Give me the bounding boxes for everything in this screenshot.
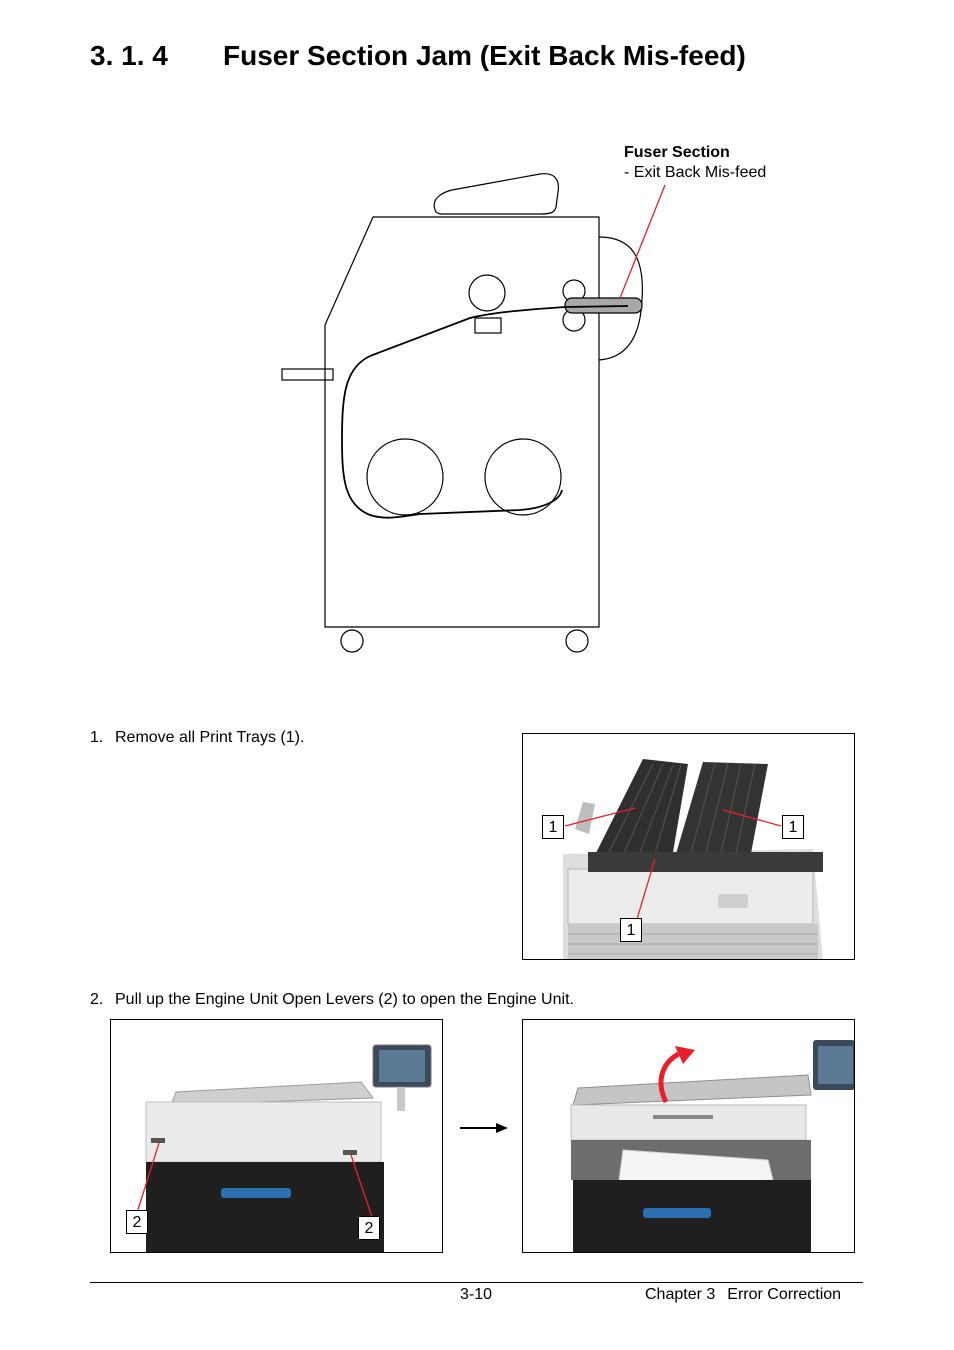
section-title: Fuser Section Jam (Exit Back Mis-feed) bbox=[223, 40, 746, 71]
wheel-left bbox=[340, 629, 364, 653]
wheel-right bbox=[565, 629, 589, 653]
step-2-text: Pull up the Engine Unit Open Levers (2) … bbox=[115, 991, 574, 1008]
roll-2 bbox=[484, 438, 562, 516]
exit-cover-outline bbox=[598, 236, 643, 361]
page-number: 3-10 bbox=[460, 1286, 493, 1303]
paper-path bbox=[341, 305, 629, 519]
upper-roller bbox=[468, 274, 506, 312]
section-number: 3. 1. 4 bbox=[90, 40, 168, 71]
callout-label-tray-left: 1 bbox=[542, 815, 564, 839]
step-2-number: 2. bbox=[90, 991, 104, 1008]
chapter-label: Chapter 3 bbox=[645, 1286, 716, 1303]
callout-subtitle: - Exit Back Mis-feed bbox=[624, 164, 767, 181]
machine-body-outline bbox=[324, 216, 600, 628]
feed-slot bbox=[281, 368, 334, 381]
fuser-jam-diagram bbox=[281, 173, 666, 653]
photo-print-trays bbox=[522, 733, 855, 960]
step-1: 1. Remove all Print Trays (1). bbox=[90, 729, 304, 747]
step-2: 2. Pull up the Engine Unit Open Levers (2… bbox=[90, 991, 574, 1009]
photo-engine-open bbox=[522, 1019, 855, 1253]
callout-line bbox=[619, 184, 666, 299]
callout-label-lever-left: 2 bbox=[126, 1210, 148, 1234]
footer-chapter: Chapter 3 Error Correction bbox=[645, 1286, 841, 1304]
callout-label-tray-right: 1 bbox=[782, 815, 804, 839]
callout-label-lever-right: 2 bbox=[358, 1216, 380, 1240]
chapter-section: Error Correction bbox=[727, 1286, 842, 1303]
sensor-block bbox=[474, 317, 502, 334]
right-arrow-icon bbox=[460, 1123, 508, 1133]
page-title: 3. 1. 4 Fuser Section Jam (Exit Back Mis-… bbox=[90, 40, 746, 72]
footer-rule bbox=[90, 1282, 863, 1283]
photo-engine-levers bbox=[110, 1019, 443, 1253]
callout-label-tray-center: 1 bbox=[620, 918, 642, 942]
roll-1 bbox=[366, 438, 444, 516]
step-1-text: Remove all Print Trays (1). bbox=[115, 729, 305, 746]
step-1-number: 1. bbox=[90, 729, 104, 746]
top-cover-outline bbox=[433, 173, 560, 215]
callout-title: Fuser Section bbox=[624, 144, 730, 161]
